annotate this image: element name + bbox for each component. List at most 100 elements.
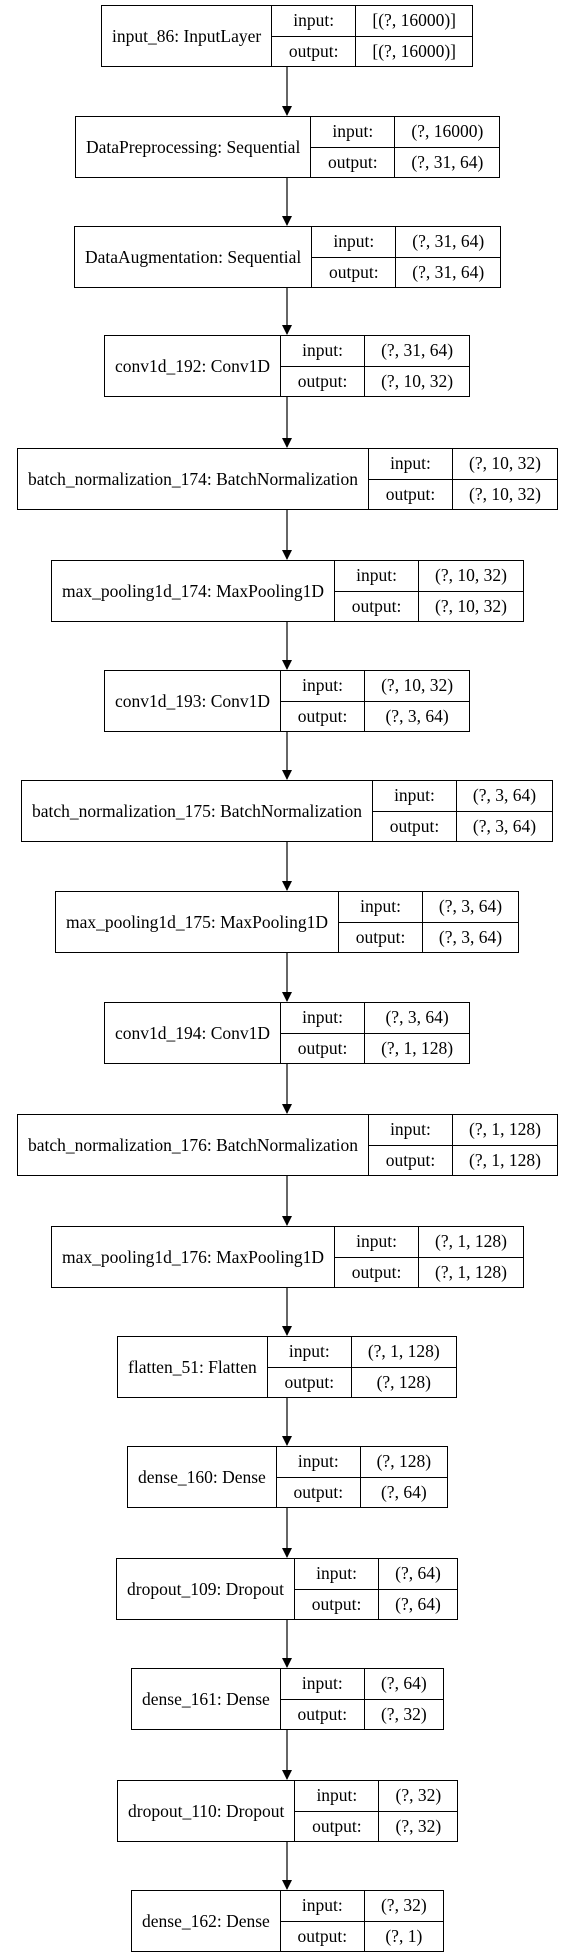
layer-node: batch_normalization_176: BatchNormalizat… [17,1114,558,1176]
output-row: output:(?, 32) [280,1698,443,1729]
output-label: output: [335,1257,420,1287]
output-row: output:(?, 3, 64) [372,810,552,841]
output-shape: (?, 10, 32) [435,595,507,616]
input-row: input: (?, 16000) [311,117,499,147]
input-label: input: [281,1891,365,1921]
layer-name: DataAugmentation: Sequential [75,227,313,287]
layer-name: max_pooling1d_176: MaxPooling1D [52,1227,336,1287]
input-label: input: [268,1337,352,1367]
output-label: output: [281,366,366,396]
input-shape: (?, 3, 64) [385,1007,449,1028]
io-table: input:(?, 3, 64)output:(?, 3, 64) [372,781,552,841]
io-table: input: (?, 1, 128) output: (?, 128) [267,1337,456,1397]
input-shape: (?, 64) [395,1563,441,1584]
layer-name: dense_160: Dense [128,1447,277,1507]
output-label: output: [277,1477,361,1507]
output-label: output: [369,1145,453,1175]
output-row: output:(?, 3, 64) [339,921,519,952]
output-label: output: [268,1367,352,1397]
layer-name: conv1d_194: Conv1D [105,1003,282,1063]
input-label: input: [281,1003,366,1033]
input-shape: (?, 1, 128) [367,1341,440,1362]
layer-name: dense_161: Dense [132,1669,281,1729]
output-row: output:[(?, 16000)] [272,35,473,66]
output-row: output:(?, 3, 64) [281,700,470,731]
input-shape: (?, 1, 128) [435,1231,507,1252]
input-label: input: [281,671,366,701]
input-shape: (?, 64) [380,1673,427,1694]
io-table: input:(?, 64)output:(?, 64) [295,1559,458,1619]
input-label: input: [277,1447,361,1477]
output-shape: (?, 64) [395,1593,441,1614]
input-label: input: [281,1669,365,1699]
input-shape: (?, 31, 64) [381,340,454,361]
output-label: output: [312,257,397,287]
layer-name: input_86: InputLayer [102,6,273,66]
output-row: output:(?, 1) [280,1920,443,1951]
input-shape: (?, 10, 32) [435,565,507,586]
layer-name: dropout_109: Dropout [117,1559,296,1619]
io-table: input: (?, 16000) output: (?, 31, 64) [311,117,500,177]
output-label: output: [373,811,457,841]
io-table: input: (?, 64) output:(?, 32) [280,1669,443,1729]
input-shape: (?, 31, 64) [412,231,485,252]
output-row: output: (?, 128) [267,1366,456,1397]
input-shape: (?, 10, 32) [469,453,541,474]
layer-name: DataPreprocessing: Sequential [76,117,312,177]
output-label: output: [272,36,357,66]
input-row: input:(?, 64) [295,1559,457,1589]
input-shape: (?, 10, 32) [381,675,454,696]
input-shape: (?, 1, 128) [469,1119,541,1140]
layer-name: dense_162: Dense [132,1891,281,1951]
input-shape: (?, 16000) [411,121,484,142]
input-row: input: (?, 10, 32) [281,671,469,701]
io-table: input:(?, 10, 32)output:(?, 10, 32) [368,449,557,509]
io-table: input:(?, 3, 64)output:(?, 1, 128) [281,1003,470,1063]
input-row: input:(?, 3, 64) [373,781,552,811]
output-shape: (?, 64) [380,1481,427,1502]
output-row: output: (?, 31, 64) [311,146,500,177]
output-shape: (?, 128) [376,1371,432,1392]
output-shape: (?, 10, 32) [381,370,454,391]
output-shape: (?, 1, 128) [469,1149,541,1170]
layer-name: conv1d_193: Conv1D [105,671,282,731]
input-label: input: [312,227,397,257]
layer-node: batch_normalization_175: BatchNormalizat… [21,780,553,842]
input-shape: (?, 3, 64) [438,896,503,917]
input-label: input: [311,117,396,147]
output-label: output: [311,147,396,177]
output-shape: (?, 1) [385,1925,423,1946]
input-row: input:(?, 32) [281,1891,443,1921]
output-shape: (?, 31, 64) [412,261,485,282]
io-table: input:[(?, 16000)]output:[(?, 16000)] [272,6,473,66]
input-row: input: (?, 31, 64) [281,336,469,366]
io-table: input: (?, 10, 32) output:(?, 3, 64) [281,671,470,731]
input-label: input: [335,561,420,591]
output-shape: (?, 10, 32) [469,483,541,504]
output-shape: (?, 31, 64) [411,151,484,172]
output-label: output: [335,591,420,621]
input-row: input: (?, 31, 64) [312,227,500,257]
input-label: input: [281,336,366,366]
input-shape: (?, 32) [395,1785,442,1806]
input-label: input: [369,449,453,479]
output-label: output: [295,1811,380,1841]
input-label: input: [373,781,457,811]
input-label: input: [339,892,424,922]
input-label: input: [335,1227,420,1257]
layer-name: max_pooling1d_175: MaxPooling1D [56,892,340,952]
input-row: input: (?, 1, 128) [268,1337,456,1367]
output-row: output: (?, 64) [276,1476,447,1507]
output-row: output:(?, 64) [295,1588,458,1619]
layer-name: max_pooling1d_174: MaxPooling1D [52,561,336,621]
